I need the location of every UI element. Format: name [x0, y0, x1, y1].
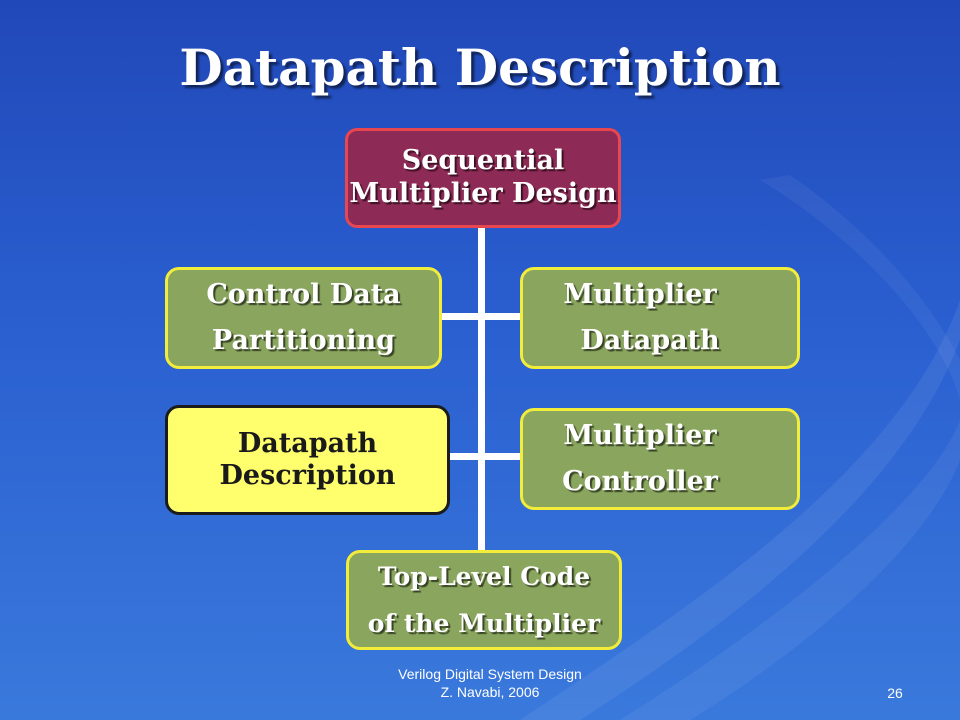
slide-title: Datapath Description — [179, 38, 781, 97]
node-label-line1: Multiplier — [563, 278, 717, 310]
node-label-line2: of the Multiplier — [367, 609, 601, 638]
connector-branch-lower — [448, 453, 525, 460]
connector-trunk — [478, 226, 485, 552]
connector-branch-upper — [440, 313, 525, 320]
node-label-line1: Datapath — [237, 427, 378, 459]
node-label-line1: Multiplier — [563, 419, 717, 451]
diagram-node-sequential-multiplier-design[interactable]: Sequential Multiplier Design — [345, 128, 621, 228]
diagram-node-top-level-code[interactable]: Top-Level Code of the Multiplier — [346, 550, 622, 650]
footer-author: Z. Navabi, 2006 — [440, 684, 540, 701]
node-label-line1: Top-Level Code — [377, 561, 591, 591]
diagram-node-multiplier-controller[interactable]: Multiplier Controller — [520, 408, 800, 510]
footer-course-title: Verilog Digital System Design — [398, 666, 582, 682]
node-label-line2: Datapath — [580, 325, 720, 356]
diagram-node-control-data-partitioning[interactable]: Control Data Partitioning — [165, 267, 442, 369]
slide-footer: Verilog Digital System Design Z. Navabi,… — [300, 665, 680, 701]
node-label-line1: Sequential — [401, 145, 565, 177]
node-label-line2: Multiplier Design — [349, 178, 617, 209]
node-label-line2: Partitioning — [211, 325, 396, 356]
slide-page-number: 26 — [887, 685, 903, 701]
diagram-node-multiplier-datapath[interactable]: Multiplier Datapath — [520, 267, 800, 369]
node-label-line2: Description — [219, 460, 396, 491]
node-label-line1: Control Data — [206, 278, 401, 310]
node-label-line2: Controller — [562, 466, 718, 497]
diagram-node-datapath-description[interactable]: Datapath Description — [165, 405, 450, 515]
